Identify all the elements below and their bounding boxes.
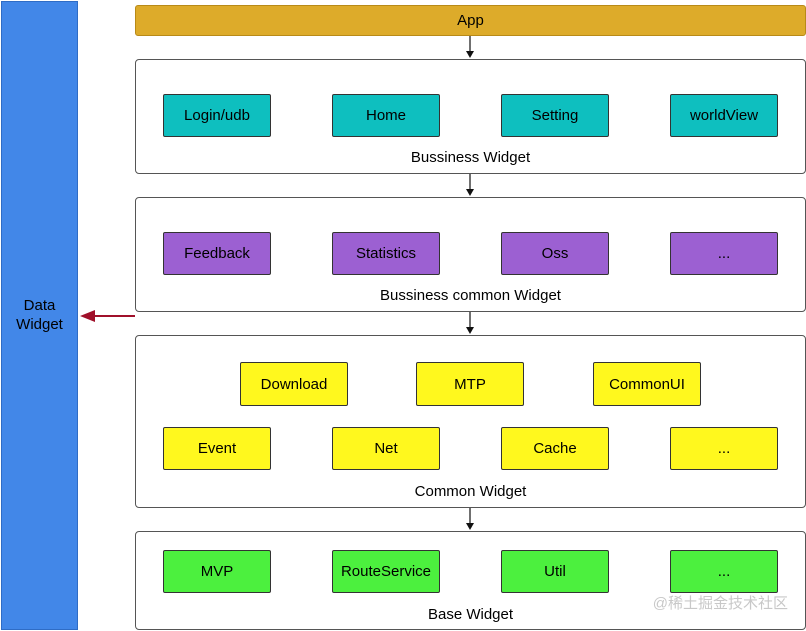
common-widget-title: Common Widget <box>414 483 527 500</box>
data-widget-column <box>1 1 78 630</box>
data-widget-label-line2: Widget <box>16 316 63 333</box>
business-common-more-box: ... <box>670 232 778 275</box>
mvp-box: MVP <box>163 550 271 593</box>
commonui-box: CommonUI <box>593 362 701 406</box>
common-more-box: ... <box>670 427 778 470</box>
login-udb-box: Login/udb <box>163 94 271 137</box>
util-box: Util <box>501 550 609 593</box>
net-box: Net <box>332 427 440 470</box>
watermark: @稀土掘金技术社区 <box>652 595 788 612</box>
cache-box: Cache <box>501 427 609 470</box>
oss-box: Oss <box>501 232 609 275</box>
worldview-box: worldView <box>670 94 778 137</box>
base-widget-title: Base Widget <box>427 606 514 623</box>
data-widget-label-line1: Data <box>23 297 56 314</box>
business-widget-title: Bussiness Widget <box>410 149 531 166</box>
arrow-down-icon <box>466 508 474 530</box>
arrow-down-icon <box>466 36 474 58</box>
routeservice-box: RouteService <box>332 550 440 593</box>
business-common-widget-title: Bussiness common Widget <box>380 287 561 304</box>
mtp-box: MTP <box>416 362 524 406</box>
statistics-box: Statistics <box>332 232 440 275</box>
app-label: App <box>457 12 484 29</box>
event-box: Event <box>163 427 271 470</box>
home-box: Home <box>332 94 440 137</box>
feedback-box: Feedback <box>163 232 271 275</box>
download-box: Download <box>240 362 348 406</box>
arrow-down-icon <box>466 174 474 196</box>
base-more-box: ... <box>670 550 778 593</box>
data-widget-label: Data Widget <box>1 296 78 334</box>
arrow-down-icon <box>466 312 474 334</box>
setting-box: Setting <box>501 94 609 137</box>
arrow-left-icon <box>80 310 135 322</box>
